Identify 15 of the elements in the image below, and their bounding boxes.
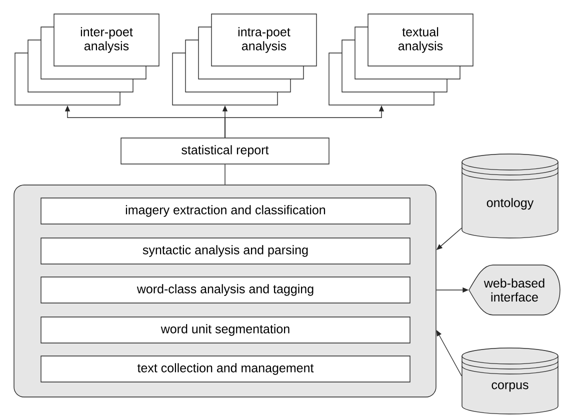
stacked-document-box: textual analysis [328,14,474,106]
layer-box: word-class analysis and tagging [40,276,410,304]
layer-box: text collection and management [40,356,410,382]
node-label: inter-poet analysis [80,27,133,53]
stacked-document-box: inter-poet analysis [14,14,160,106]
report-box: statistical report [120,138,330,164]
connector-line [224,164,226,185]
database-cylinder: ontology [462,154,558,238]
database-cylinder: corpus [462,348,558,414]
layer-box: syntactic analysis and parsing [40,238,410,264]
layer-box: word unit segmentation [40,316,410,344]
arrow [436,330,462,376]
node-label: textual [402,27,438,36]
layer-box: imagery extraction and classification [40,198,410,224]
stacked-document-box: intra-poet analysis [172,14,317,106]
